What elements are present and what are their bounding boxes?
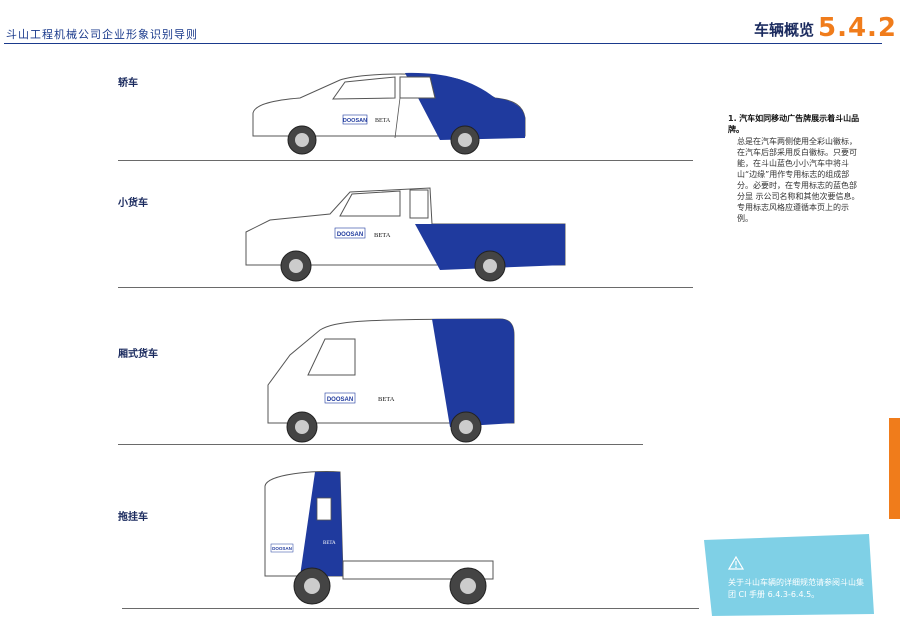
pickup-brand-logo: DOOSAN [337, 232, 363, 238]
pickup-ground-line [118, 287, 693, 288]
document-title: 斗山工程机械公司企业形象识别导则 [6, 28, 198, 41]
sedan-brand-logo: DOOSAN [343, 118, 367, 124]
tractor-ground-line [122, 608, 699, 609]
pickup-label: 小货车 [118, 198, 148, 209]
callout-text: 关于斗山车辆的详细规范请参阅斗山集团 CI 手册 6.4.3-6.4.5。 [728, 578, 864, 599]
header-divider [4, 43, 882, 44]
van-ground-line [118, 444, 643, 445]
van-label: 厢式货车 [118, 349, 158, 360]
section-title: 车辆概览 [754, 21, 815, 39]
van-brand-logo: DOOSAN [327, 397, 353, 403]
tractor-brand-logo: DOOSAN [272, 546, 292, 551]
section-tab-marker [889, 418, 900, 519]
tractor-label: 拖挂车 [118, 512, 148, 523]
warning-icon [728, 556, 744, 570]
note-body: 总是在汽车两侧使用全彩山徽标，在汽车后部采用反白徽标。只要可能，在斗山蓝色小小汽… [737, 137, 860, 223]
pickup-illustration: DOOSAN BETA [245, 187, 566, 282]
note-heading: 汽车如同移动广告牌展示着斗山品牌。 [728, 114, 860, 134]
sedan-label: 轿车 [118, 78, 138, 89]
van-illustration: DOOSAN BETA [267, 318, 515, 443]
reference-callout [704, 534, 874, 616]
tractor-illustration: DOOSAN BETA [264, 471, 494, 605]
note-number: 1. [728, 114, 737, 123]
guideline-note: 1. 汽车如同移动广告牌展示着斗山品牌。 总是在汽车两侧使用全彩山徽标，在汽车后… [728, 113, 863, 224]
pickup-partner-logo: BETA [374, 232, 391, 239]
tractor-partner-logo: BETA [323, 541, 336, 546]
sedan-ground-line [118, 160, 693, 161]
sedan-illustration: DOOSAN BETA [252, 72, 526, 155]
sedan-partner-logo: BETA [375, 118, 391, 124]
section-number: 5.4.2 [818, 13, 898, 43]
van-partner-logo: BETA [378, 396, 395, 403]
